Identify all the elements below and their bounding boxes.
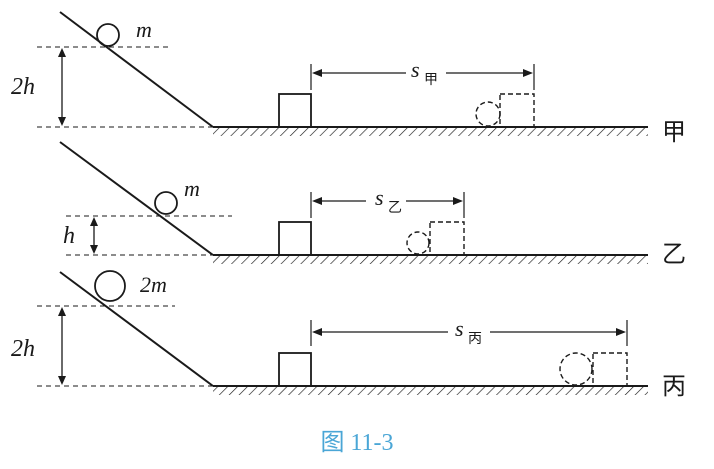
ball-bing (94, 270, 126, 302)
distance-arrowhead-right-yi (453, 197, 463, 205)
panel-label-jia: 甲 (662, 118, 686, 146)
height-arrowhead-top-yi (90, 217, 98, 226)
block-initial-jia (278, 93, 312, 128)
height-label-yi: h (63, 223, 75, 249)
distance-label-sub-yi: 乙 (388, 200, 402, 216)
height-arrowhead-bottom-yi (90, 245, 98, 254)
figure-caption: 图 11-3 (320, 430, 393, 456)
incline-yi (59, 141, 214, 256)
panel-jia (37, 11, 648, 136)
ball-yi (154, 191, 178, 215)
distance-label-sub-bing: 丙 (468, 331, 482, 347)
height-arrowhead-bottom-bing (58, 376, 66, 385)
panel-bing (37, 270, 648, 395)
block-initial-yi (278, 221, 312, 256)
mass-label-bing: 2m (140, 272, 167, 297)
panel-label-yi: 乙 (662, 240, 686, 268)
height-arrowhead-top-jia (58, 48, 66, 57)
distance-label-main-bing: s (455, 316, 464, 341)
incline-jia (59, 11, 214, 128)
block-final-jia (499, 93, 535, 128)
distance-arrowhead-left-yi (312, 197, 322, 205)
ball-final-bing (559, 352, 593, 386)
ball-jia (96, 23, 120, 47)
mass-label-jia: m (136, 17, 152, 42)
distance-label-main-yi: s (375, 185, 384, 210)
block-final-bing (592, 352, 628, 387)
block-final-yi (429, 221, 465, 256)
ground-hatch-jia (213, 128, 648, 136)
height-label-bing: 2h (11, 336, 35, 362)
mass-label-yi: m (184, 176, 200, 201)
distance-arrowhead-left-bing (312, 328, 322, 336)
height-arrowhead-bottom-jia (58, 117, 66, 126)
ball-final-yi (406, 231, 430, 255)
distance-arrowhead-right-jia (523, 69, 533, 77)
ball-final-jia (475, 101, 501, 127)
distance-label-sub-jia: 甲 (424, 72, 438, 88)
ground-hatch-bing (213, 387, 648, 395)
incline-bing (59, 271, 214, 387)
panel-yi (59, 141, 648, 264)
height-arrowhead-top-bing (58, 307, 66, 316)
height-label-jia: 2h (11, 74, 35, 100)
distance-label-main-jia: s (411, 57, 420, 82)
distance-arrowhead-right-bing (616, 328, 626, 336)
panel-label-bing: 丙 (662, 372, 686, 400)
block-initial-bing (278, 352, 312, 387)
ground-hatch-yi (213, 256, 648, 264)
distance-arrowhead-left-jia (312, 69, 322, 77)
